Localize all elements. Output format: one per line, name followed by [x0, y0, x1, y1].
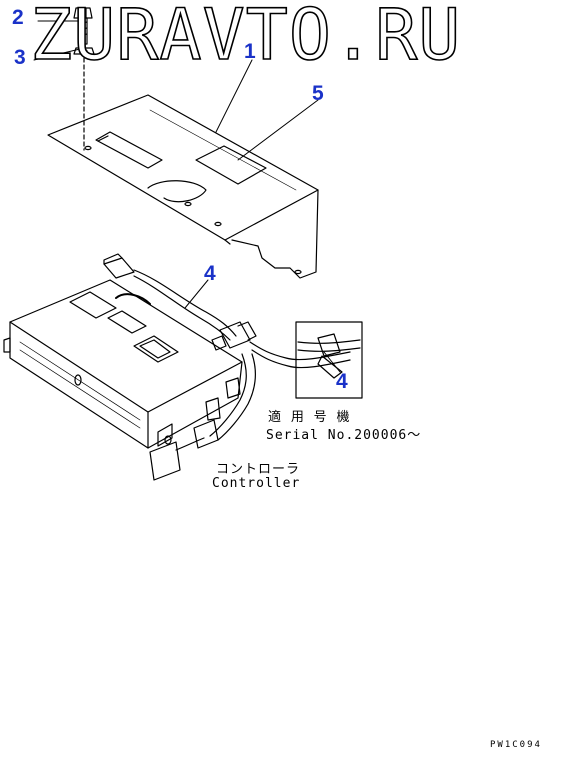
applicable-serial-heading: 適 用 号 機: [268, 410, 351, 425]
detail-inset: [295, 321, 363, 399]
decal-label: [195, 145, 267, 185]
cover-plate: [47, 94, 319, 279]
callout-4-detail: 4: [336, 370, 348, 393]
callout-1: 1: [244, 40, 256, 63]
controller-box: [3, 279, 243, 449]
serial-number-note: Serial No.200006～: [266, 428, 422, 443]
figure-code: PW1C094: [490, 740, 542, 750]
controller-label-jp: コントローラ: [216, 462, 301, 477]
controller-label-en: Controller: [212, 476, 301, 491]
watermark-logo: ZURAVTO.RU: [29, 0, 462, 77]
callout-4-harness: 4: [204, 262, 216, 285]
callout-3: 3: [14, 46, 26, 69]
bolt: [73, 7, 93, 45]
washer: [73, 47, 95, 55]
wire-harness: [103, 253, 351, 481]
callout-2: 2: [12, 6, 24, 29]
callout-5: 5: [312, 82, 324, 105]
